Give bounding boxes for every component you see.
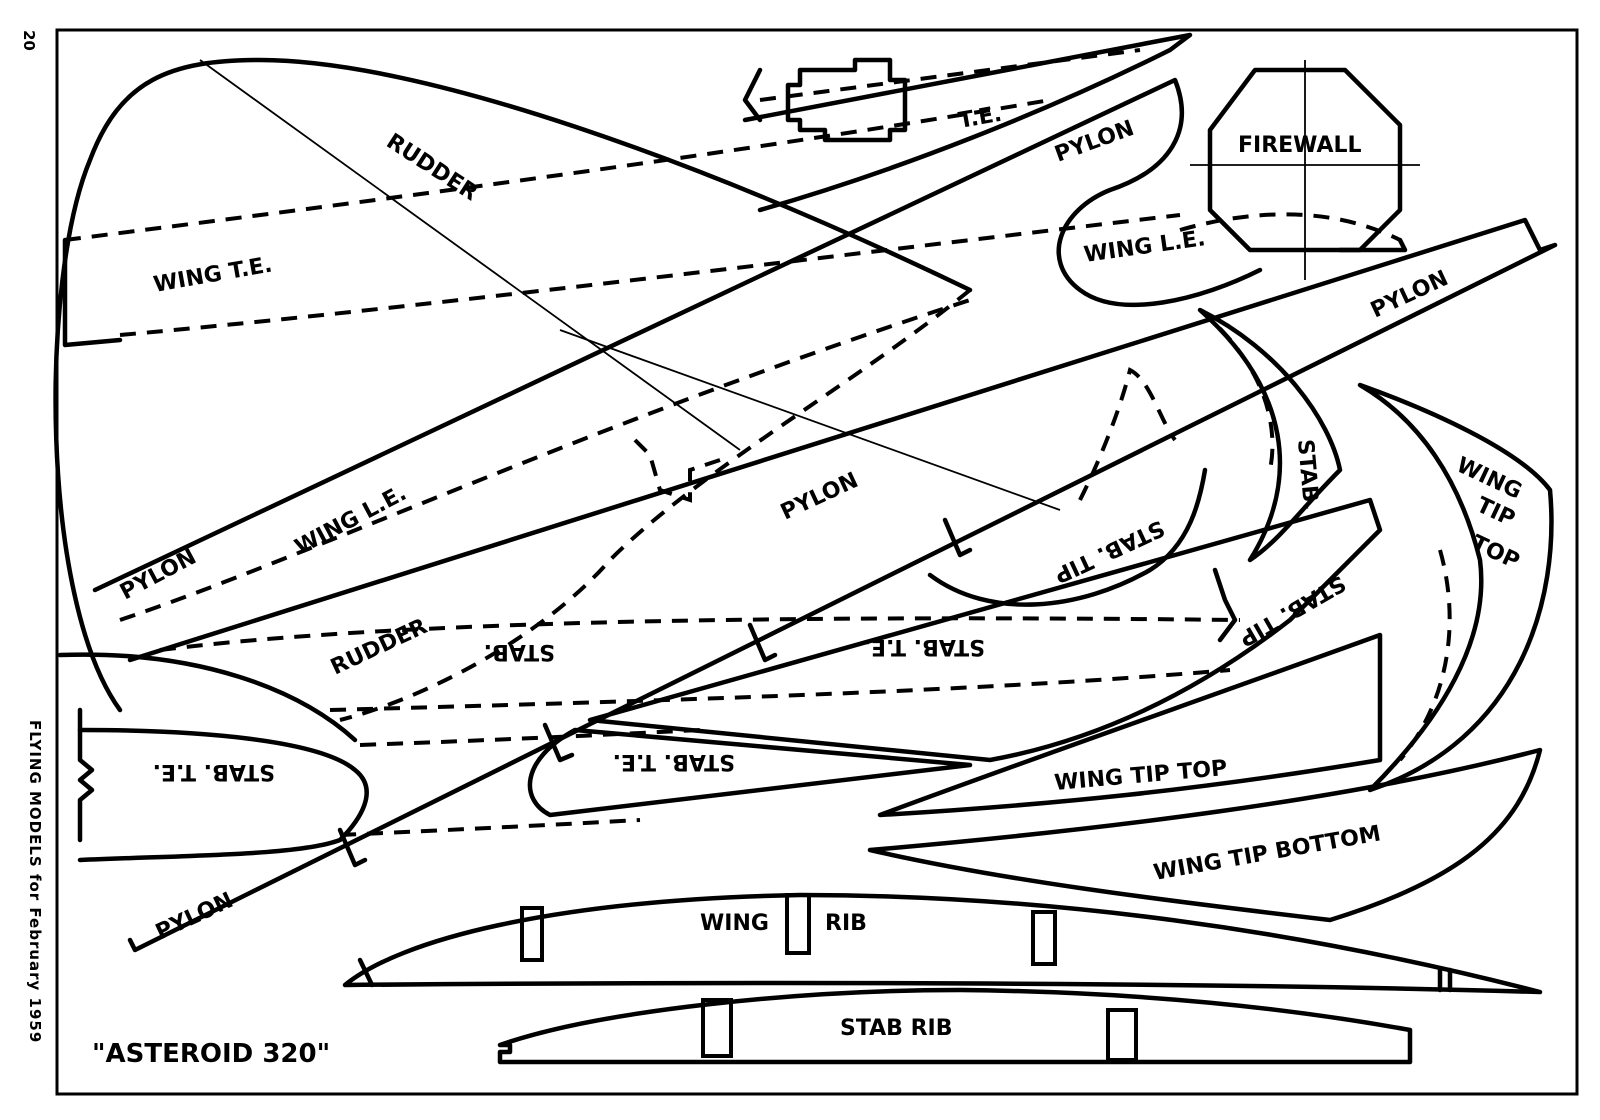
wing-le-mid-dash [119, 298, 971, 622]
stab-rib-slot-2 [1106, 1008, 1138, 1062]
pylon-right-outline [127, 217, 1558, 953]
wing-rib-slot-3 [1031, 910, 1057, 966]
label-wing-le-top: WING L.E. [1082, 226, 1207, 268]
side-caption: FLYING MODELS for February 1959 [26, 720, 44, 1044]
rudder-small-outline [57, 652, 358, 743]
label-stab-mid: STAB. [484, 639, 555, 664]
label-pylon-bottom: PYLON [152, 888, 237, 945]
label-stab-te-center: STAB. T.E. [613, 749, 735, 774]
label-stab-tip-right: STAB. TIP [1235, 570, 1350, 651]
label-rudder-mid: RUDDER [327, 614, 431, 680]
stab-rib-slot-1 [701, 998, 733, 1058]
label-wing-le-mid: WING L.E. [291, 481, 411, 561]
stab-te-left-dash [359, 728, 701, 747]
wing-te-strip [62, 237, 123, 348]
wing-le-mid-notch [633, 438, 721, 503]
label-wing-te: WING T.E. [152, 252, 275, 297]
rudder-diag-line [559, 329, 1061, 511]
wing-rib-slot-2 [785, 893, 811, 955]
pylon-left-notch2 [542, 722, 575, 763]
small-wedge-top [742, 67, 763, 123]
wing-tip-top-right-outline [1357, 382, 1554, 793]
stab-te-left-outline [77, 727, 369, 863]
small-key-top [785, 57, 908, 143]
stab-tip-mid-outline [927, 467, 1208, 607]
wing-le-top-dash [1179, 212, 1401, 242]
label-stab-right: STAB. [1292, 438, 1323, 511]
wing-tip-bottom-outline [867, 747, 1543, 923]
stab-rib-outline [497, 987, 1413, 1065]
wing-le-top-tip [1337, 237, 1408, 253]
rudder-large-outline [53, 57, 973, 713]
wing-rib-slot-1 [520, 906, 544, 962]
stab-te-mid-dash [159, 616, 1241, 652]
label-rudder-top: RUDDER [382, 129, 482, 206]
pylon-top-outline [92, 77, 1263, 593]
label-wing-rib-right: RIB [825, 911, 867, 936]
label-pylon-top: PYLON [1052, 116, 1138, 168]
label-stab-rib: STAB RIB [840, 1016, 953, 1041]
stab-te-left-zigzag [77, 707, 95, 843]
stab-right-outline [1197, 307, 1343, 563]
wing-rib-tail [1437, 967, 1453, 993]
wing-te-dash-upper [64, 98, 1051, 242]
label-wing-tip-bottom: WING TIP BOTTOM [1152, 821, 1383, 886]
wing-rib-nose [357, 957, 375, 988]
page-number: 20 [20, 30, 38, 51]
label-pylon-mid: PYLON [777, 468, 862, 525]
wing-tip-top-bottom-outline [877, 632, 1383, 818]
label-wing-rib-left: WING [700, 911, 769, 936]
wing-tip-top-right-dash [1398, 549, 1452, 762]
label-wing-tip-top-bottom: WING TIP TOP [1053, 756, 1228, 796]
label-stab-te-left: STAB. T.E. [153, 759, 275, 784]
stab-right-dash [1198, 308, 1275, 471]
stab-tip-right-outline [587, 497, 1383, 763]
pylon-left-notch4 [942, 517, 973, 558]
pylon-left-notch1 [337, 827, 368, 868]
stab-te-mid-dash-lower [329, 668, 1231, 712]
stab-te-center-outline [527, 727, 973, 818]
plan-title: "ASTEROID 320" [92, 1039, 330, 1069]
label-firewall: FIREWALL [1238, 133, 1362, 158]
rudder-large-hinge [199, 59, 741, 451]
label-wing-tip-top-right-3: TOP [1467, 531, 1523, 575]
pylon-left-notch3 [747, 622, 778, 663]
rudder-large-dash [339, 288, 972, 722]
top-te-dash [759, 48, 1141, 102]
page-border [55, 28, 1579, 1096]
wing-te-dash-lower [119, 213, 1181, 337]
top-te-line [742, 32, 1193, 213]
label-stab-te-mid: STAB. T.E. [863, 634, 985, 659]
stab-tip-right-mark [1212, 567, 1238, 643]
stab-te-left-dash2 [339, 818, 641, 837]
stab-tip-mid-dash [1078, 367, 1177, 501]
label-stab-tip-mid: STAB. TIP [1050, 515, 1168, 588]
wing-rib-outline [342, 892, 1543, 995]
